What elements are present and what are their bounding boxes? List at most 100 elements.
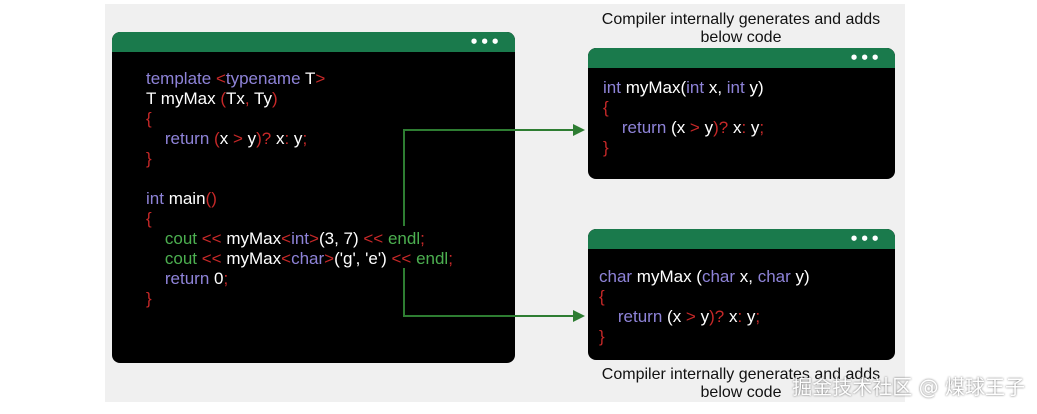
code-token: () [205,189,217,208]
code-token: cout [146,249,202,268]
code-token: endl [416,249,449,268]
code-token: < [281,249,292,268]
code-token: y) [795,267,810,286]
code-token: (3, 7) [318,229,364,248]
code-token: ; [759,118,765,137]
code-token: << [201,249,227,268]
arrow-to-char-window [403,268,585,322]
code-token: int [726,78,750,97]
code-token: { [146,209,152,228]
char-code-block: char myMax (char x, char y){ return (x >… [599,267,810,347]
code-token: (x [667,307,686,326]
code-line: } [146,289,453,309]
code-token: ( [220,89,226,108]
code-token: int [291,229,310,248]
code-token: return [603,118,672,137]
code-token: : [284,129,290,148]
code-token: < [281,229,292,248]
code-token: myMax( [625,78,687,97]
code-token: } [603,138,609,157]
code-token: > [689,118,700,137]
menu-dots-icon[interactable]: ••• [469,33,501,51]
code-line: return (x > y)? x: y; [146,129,453,149]
code-token: { [599,287,605,306]
code-token: << [201,229,227,248]
code-token: myMax [226,249,282,268]
code-token: x, [708,78,727,97]
code-token: y [699,118,714,137]
code-token: { [603,98,609,117]
code-token: x [219,129,233,148]
code-line: } [603,138,764,158]
code-token: y) [749,78,764,97]
code-line: int myMax(int x, int y) [603,78,764,98]
code-line: char myMax (char x, char y) [599,267,810,287]
code-token: ('g', 'e') [334,249,392,268]
code-token: ; [420,229,425,248]
code-line: { [146,109,453,129]
code-line: { [599,287,810,307]
code-token: ; [302,129,308,148]
window-title-bar: ••• [588,229,895,249]
code-token: typename [225,69,305,88]
code-token: << [391,249,417,268]
code-token: y [742,307,756,326]
code-token: template [146,69,216,88]
code-token: char [757,267,796,286]
code-line: } [146,149,453,169]
code-token: main [168,189,206,208]
code-token: } [146,289,152,308]
code-token: } [599,327,605,346]
code-line: int main() [146,189,453,209]
code-token: return [599,307,668,326]
code-line: return (x > y)? x: y; [599,307,810,327]
code-token: y [695,307,710,326]
code-token: Tx [225,89,245,108]
code-token: y [242,129,257,148]
window-title-bar: ••• [588,48,895,68]
caption-char-generated: Compiler internally generates and adds b… [601,366,881,401]
int-code-window: ••• int myMax(int x, int y){ return (x >… [588,48,895,179]
code-token: : [737,307,743,326]
code-token: ; [448,249,453,268]
code-token: { [146,109,152,128]
menu-dots-icon[interactable]: ••• [849,230,881,248]
code-line: return 0; [146,269,453,289]
code-token: y [289,129,303,148]
code-token: (x [671,118,690,137]
code-token: return [146,129,215,148]
code-token: cout [146,229,202,248]
code-token: < [215,69,226,88]
code-token: << [363,229,388,248]
code-token: char [599,267,637,286]
code-token: )? [709,307,725,326]
int-code-block: int myMax(int x, int y){ return (x > y)?… [603,78,764,158]
code-line: { [603,98,764,118]
code-token: y [746,118,760,137]
code-token: int [603,78,626,97]
code-token: > [309,229,319,248]
code-token: Ty [254,89,272,108]
window-title-bar: ••• [112,32,515,52]
code-token: x [271,129,285,148]
code-token: myMax ( [636,267,702,286]
watermark: 掘金技术社区 @ 煤球王子 [792,375,1025,399]
code-token: )? [713,118,729,137]
menu-dots-icon[interactable]: ••• [849,49,881,67]
code-token: int [146,189,169,208]
code-token: > [324,249,335,268]
code-token: myMax [226,229,282,248]
caption-int-generated: Compiler internally generates and adds b… [601,11,881,46]
code-token: > [315,69,326,88]
main-code-window: ••• template <typename T>T myMax (Tx, Ty… [112,32,515,363]
code-token: > [685,307,696,326]
code-token: char [291,249,325,268]
code-token: x, [739,267,758,286]
code-line: return (x > y)? x: y; [603,118,764,138]
code-token: int [686,78,709,97]
code-token: char [701,267,740,286]
code-token: ; [223,269,229,288]
code-line: T myMax (Tx, Ty) [146,89,453,109]
code-token: 0 [214,269,224,288]
